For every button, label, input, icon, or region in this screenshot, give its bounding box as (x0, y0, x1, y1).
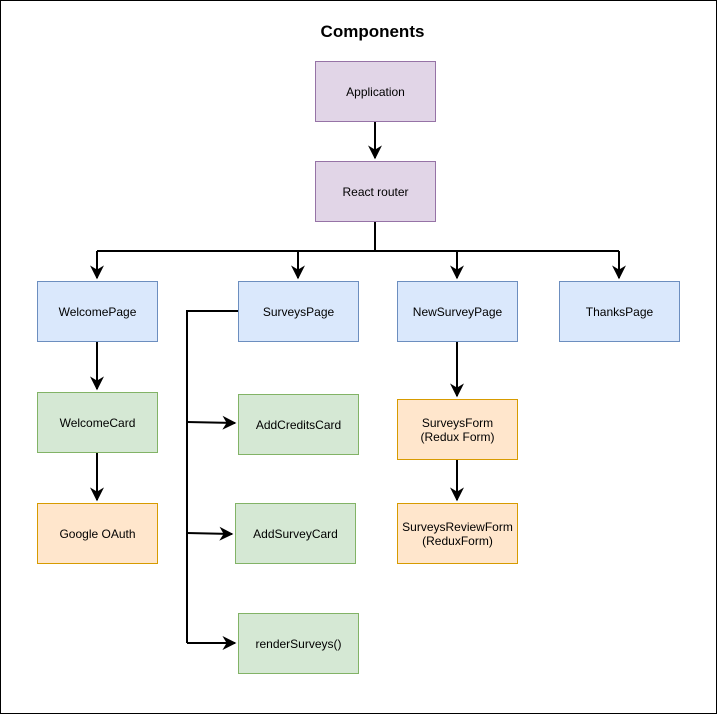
google-oauth-node: Google OAuth (37, 503, 158, 564)
edge-surveys-page-to-add-survey-card (186, 526, 234, 541)
edge-surveys-page-to-add-credits-card (186, 415, 237, 430)
surveys-review-form-node: SurveysReviewForm (ReduxForm) (397, 503, 518, 564)
edge-surveys-page-trunk (186, 310, 238, 643)
application-node: Application (315, 61, 436, 122)
thanks-page-node: ThanksPage (559, 281, 680, 342)
react-router-node: React router (315, 161, 436, 222)
render-surveys-node: renderSurveys() (238, 613, 359, 674)
surveys-form-node: SurveysForm (Redux Form) (397, 399, 518, 460)
surveys-page-node: SurveysPage (238, 281, 359, 342)
new-survey-page-node: NewSurveyPage (397, 281, 518, 342)
welcome-card-node: WelcomeCard (37, 392, 158, 453)
welcome-page-node: WelcomePage (37, 281, 158, 342)
diagram-title: Components (320, 22, 425, 41)
add-credits-card-node: AddCreditsCard (238, 394, 359, 455)
add-survey-card-node: AddSurveyCard (235, 503, 356, 564)
